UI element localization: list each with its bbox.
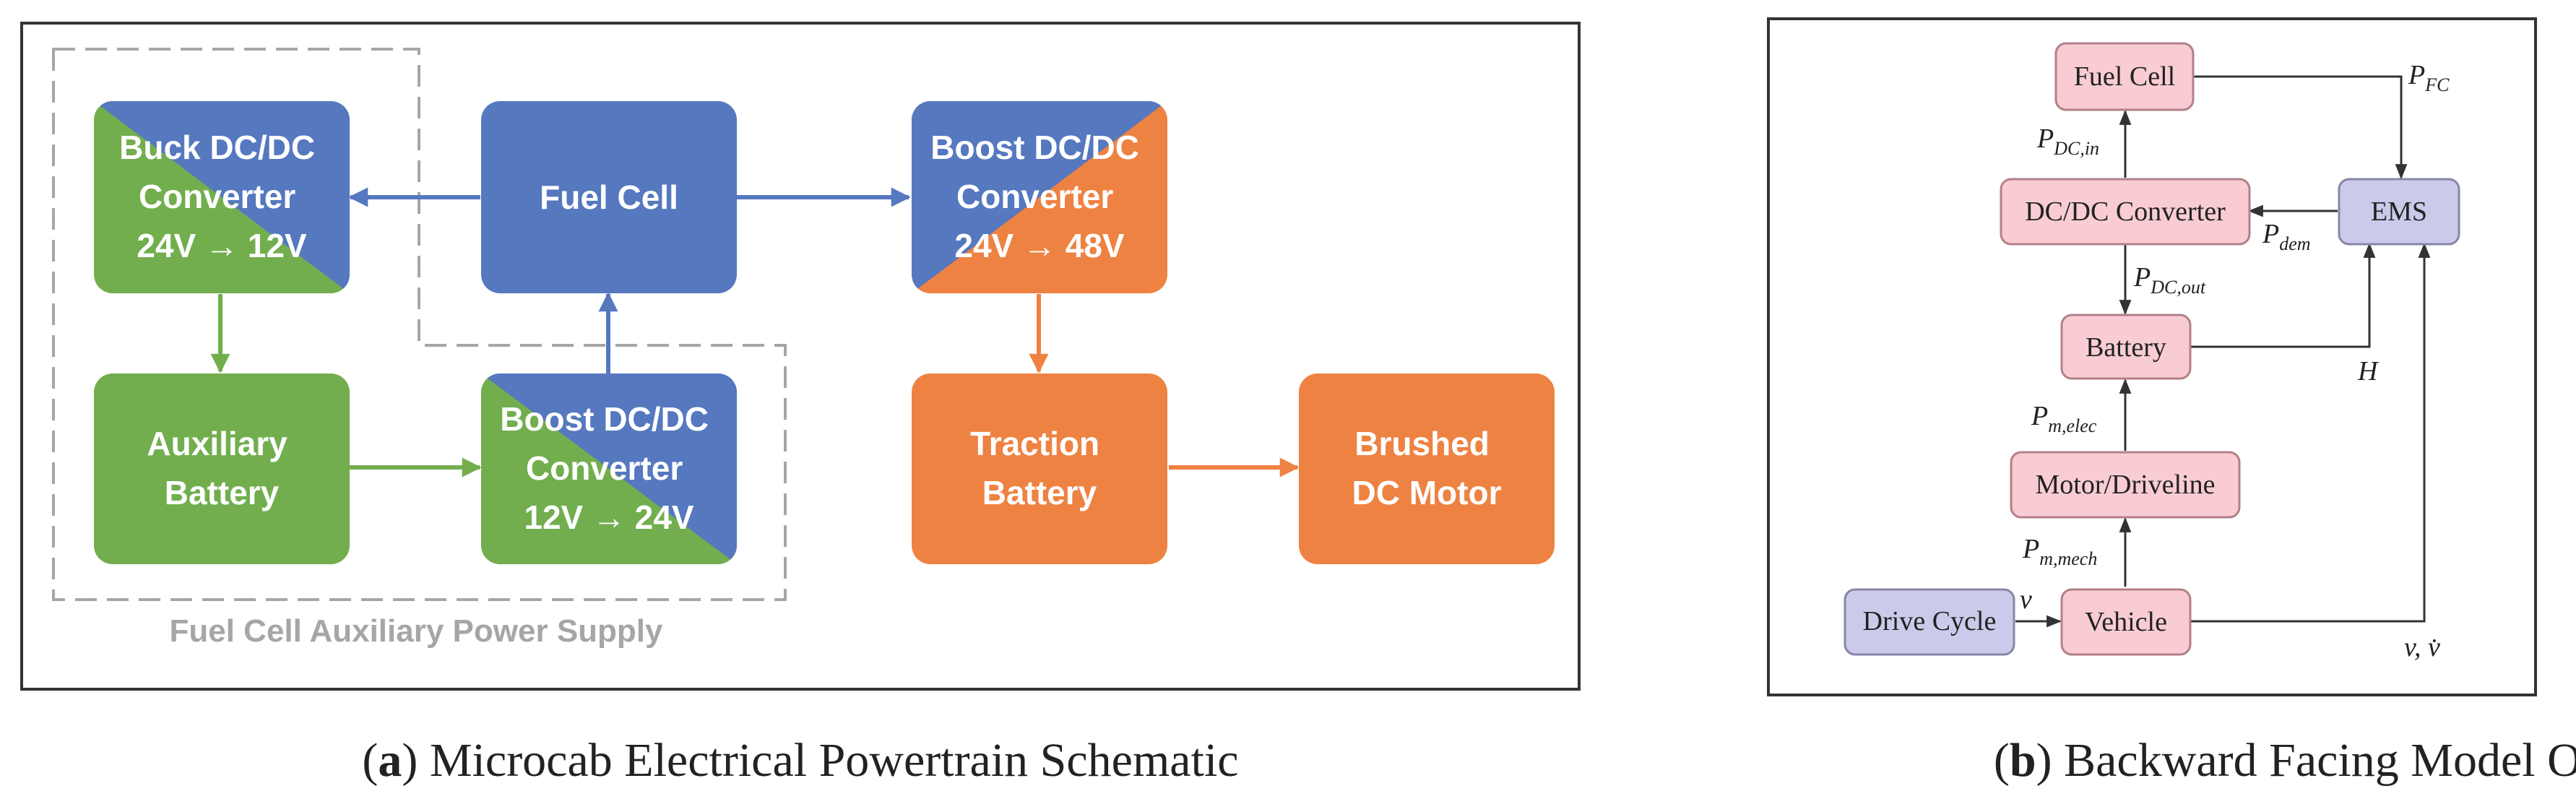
auxiliary-battery-block: Auxiliary Battery — [94, 373, 350, 564]
node-fuel-cell-label: Fuel Cell — [2074, 61, 2175, 92]
aux-battery-label-line1: Auxiliary — [147, 425, 288, 462]
aux-supply-group-label: Fuel Cell Auxiliary Power Supply — [170, 613, 664, 649]
svg-text:Boost DC/DC Converter: Boost DC/DC Converter 24V → 48V — [930, 129, 1149, 264]
node-vehicle: Vehicle — [2060, 588, 2192, 656]
buck-converter-block: Buck DC/DC Converter 24V → 12V — [94, 101, 350, 293]
node-drive-cycle-label: Drive Cycle — [1863, 606, 1997, 636]
panel-a: Fuel Cell Auxiliary Power Supply Buck DC… — [20, 22, 1581, 787]
node-motor-label: Motor/Driveline — [2035, 470, 2215, 500]
label-p-dem: Pdem — [2262, 219, 2311, 254]
panel-b-caption-letter: b — [2010, 734, 2036, 787]
edge-vehicle-to-ems — [2190, 242, 2431, 623]
boost48-label-line1: Boost DC/DC — [930, 129, 1139, 166]
boost-48v-converter-block: Boost DC/DC Converter 24V → 48V — [912, 101, 1167, 293]
dc-motor-label-line1: Brushed — [1354, 425, 1490, 462]
svg-text:Boost DC/DC Converter: Boost DC/DC Converter 12V → 24V — [500, 400, 718, 536]
label-h: H — [2357, 356, 2380, 386]
node-drive-cycle: Drive Cycle — [1844, 588, 2015, 656]
node-motor-driveline: Motor/Driveline — [2010, 451, 2241, 519]
label-p-m-elec: Pm,elec — [2031, 401, 2097, 436]
panel-a-caption: (a) Microcab Electrical Powertrain Schem… — [362, 734, 1238, 787]
edge-battery-to-ems — [2190, 242, 2376, 348]
dc-motor-block: Brushed DC Motor — [1299, 373, 1555, 564]
boost48-label-line2: Converter — [956, 178, 1113, 215]
node-dcdc-label: DC/DC Converter — [2025, 196, 2226, 227]
label-v-vdot: v, v̇ — [2404, 632, 2440, 662]
panel-b-caption-text: Backward Facing Model Outline — [2052, 734, 2576, 787]
traction-battery-label-line1: Traction — [970, 425, 1099, 462]
boost48-label-line3: 24V → 48V — [954, 227, 1125, 264]
aux-battery-label-line2: Battery — [165, 474, 280, 511]
node-ems-label: EMS — [2371, 196, 2427, 227]
boost-24v-converter-block: Boost DC/DC Converter 12V → 24V — [481, 373, 737, 564]
svg-text:Brushed DC Motor: Brushed DC Motor — [1352, 425, 1502, 511]
node-ems: EMS — [2338, 178, 2460, 246]
panel-a-caption-text: Microcab Electrical Powertrain Schematic — [418, 734, 1238, 787]
buck-label-line2: Converter — [139, 178, 295, 215]
aux-supply-group-boundary — [52, 48, 787, 601]
fuel-cell-block: Fuel Cell — [481, 101, 737, 293]
buck-label-line3: 24V → 12V — [137, 227, 307, 264]
edge-fuelcell-to-ems — [2193, 75, 2408, 180]
node-fuel-cell: Fuel Cell — [2054, 42, 2195, 111]
panel-a-caption-letter: a — [378, 734, 402, 787]
boost24-label-line1: Boost DC/DC — [500, 400, 709, 438]
traction-battery-block: Traction Battery — [912, 373, 1167, 564]
label-p-fc: PFC — [2408, 60, 2450, 95]
node-vehicle-label: Vehicle — [2085, 607, 2167, 637]
dc-motor-label-line2: DC Motor — [1352, 474, 1502, 511]
svg-text:Buck DC/DC Converter: Buck DC/DC Converter 24V → 12V — [119, 129, 324, 264]
panel-b-caption: (b) Backward Facing Model Outline — [1994, 734, 2576, 787]
node-battery: Battery — [2060, 314, 2192, 380]
svg-text:Auxiliary Battery: Auxiliary Battery — [147, 425, 296, 511]
node-dcdc-converter: DC/DC Converter — [2000, 178, 2251, 246]
traction-battery-label-line2: Battery — [982, 474, 1097, 511]
label-p-m-mech: Pm,mech — [2022, 534, 2097, 569]
svg-text:Traction Battery: Traction Battery — [970, 425, 1109, 511]
label-v: v — [2020, 584, 2032, 615]
label-p-dc-out: PDC,out — [2133, 262, 2206, 298]
buck-label-line1: Buck DC/DC — [119, 129, 315, 166]
label-p-dc-in: PDC,in — [2036, 124, 2099, 159]
fuel-cell-label: Fuel Cell — [540, 178, 678, 216]
boost24-label-line2: Converter — [526, 449, 683, 487]
boost24-label-line3: 12V → 24V — [524, 498, 694, 536]
panel-b: Fuel Cell DC/DC Converter EMS Battery Mo… — [1767, 17, 2576, 787]
node-battery-label: Battery — [2086, 332, 2166, 363]
